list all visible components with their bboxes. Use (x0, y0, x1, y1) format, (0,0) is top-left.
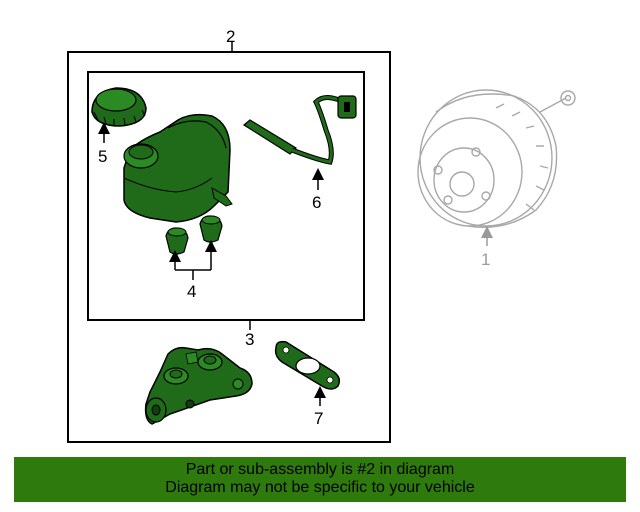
brake-booster-part[interactable] (417, 89, 576, 228)
level-sensor-part[interactable] (242, 95, 357, 165)
reservoir-tank-part[interactable] (123, 113, 233, 223)
gasket-part[interactable] (274, 340, 341, 390)
callout-3: 3 (245, 330, 254, 349)
callout-5: 5 (98, 147, 107, 166)
disclaimer-line-2: Diagram may not be specific to your vehi… (165, 479, 475, 496)
disclaimer-banner: Part or sub-assembly is #2 in diagram Di… (14, 457, 626, 502)
assembly-frame-2 (67, 51, 391, 443)
parts-diagram: 2 3 5 6 4 (67, 27, 576, 443)
callout-4-leader (169, 240, 217, 280)
callout-1: 1 (481, 250, 490, 269)
callout-6: 6 (312, 193, 321, 212)
callout-2: 2 (226, 27, 235, 46)
subassembly-frame-3 (87, 71, 365, 321)
grommet-right-part[interactable] (199, 215, 223, 243)
callout-7: 7 (314, 409, 323, 428)
grommet-left-part[interactable] (165, 227, 189, 255)
master-cylinder-part[interactable] (144, 346, 253, 425)
disclaimer-line-1: Part or sub-assembly is #2 in diagram (185, 461, 455, 478)
reservoir-cap-part[interactable] (91, 87, 147, 127)
callout-4: 4 (187, 282, 196, 301)
